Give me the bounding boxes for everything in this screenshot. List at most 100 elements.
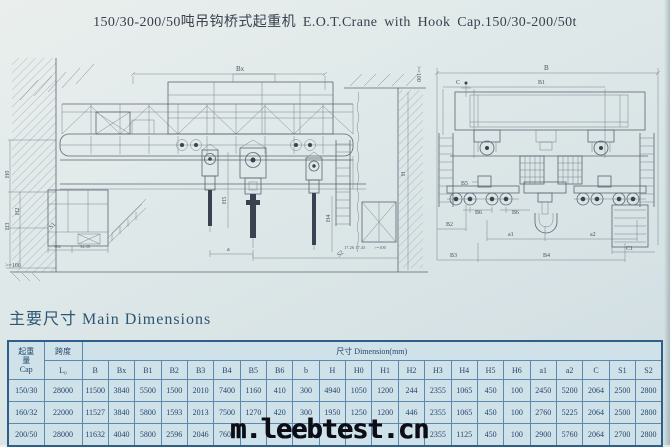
page-title: 150/30-200/50吨吊钩桥式起重机 E.O.T.Crane with H… [93, 15, 577, 30]
dim-c1: C1 [611, 244, 655, 254]
table-cell: 450 [476, 379, 505, 402]
dim-h5: H5 [222, 152, 229, 228]
table-cell: 7500 [213, 401, 241, 424]
dim-label-b: B [544, 64, 549, 72]
dim-label-b4: B4 [543, 253, 550, 259]
table-cell: 4040 [107, 423, 136, 447]
end-view: B C B1 [434, 64, 661, 262]
dim-label-b6-right: B6 [512, 210, 519, 216]
table-cell: 2760 [529, 401, 557, 424]
table-cell: 100 [503, 401, 531, 424]
table-cell: 2046 [186, 423, 215, 447]
dim-a: a [209, 247, 254, 257]
table-cell: 160/32 [7, 401, 45, 424]
col-header-b2: B2 [160, 360, 188, 380]
table-cell: 11527 [81, 401, 109, 424]
table-cell: 2355 [424, 423, 452, 447]
dim-label-gte100-top: >=100 [415, 66, 421, 82]
table-cell: 2700 [608, 423, 637, 447]
dim-label-b6-left: B6 [475, 210, 482, 216]
table-cell: 2596 [160, 423, 188, 447]
table-cell: 1065 [450, 379, 478, 402]
col-header-h5: H5 [476, 360, 505, 380]
dim-label-a2: a2 [590, 232, 596, 238]
travel-machinery [95, 111, 155, 135]
dim-label-b2: B2 [446, 222, 453, 228]
dim-b6: B6 B6 [463, 207, 530, 216]
center-hook-block [523, 181, 567, 234]
col-header-dimension: 尺寸 Dimension(mm) [81, 340, 663, 361]
col-header-b: b [292, 360, 320, 380]
table-cell: 1500 [160, 379, 188, 402]
elevation-view: Bx H5 a [5, 58, 428, 282]
col-header-a2: a2 [555, 360, 584, 380]
dim-label-1726: 17.26 17.45 [344, 245, 366, 250]
dim-label-b3: B3 [450, 253, 457, 259]
table-cell: 100 [503, 379, 531, 402]
dim-label-gte100-mid: >=100 [374, 245, 387, 250]
table-cell: 2900 [529, 423, 557, 447]
col-header-b1: B1 [134, 360, 162, 380]
section-heading: 主要尺寸 Main Dimensions [9, 311, 212, 328]
table-cell: 7400 [213, 379, 241, 402]
col-header-h: H [318, 360, 347, 380]
dim-label-b1: B1 [538, 80, 545, 86]
table-cell: 1593 [160, 401, 188, 424]
dim-label-a: a [227, 247, 230, 253]
dim-label-gte100-left: >=100 [5, 263, 21, 269]
dim-label-962: 962 [54, 244, 61, 249]
dim-b3-b4: B3 B4 [437, 243, 626, 262]
dim-label-c: C [456, 80, 460, 86]
dim-label-bx: Bx [236, 65, 245, 73]
table-cell: 2500 [608, 401, 637, 424]
technical-drawing: Bx H5 a [5, 58, 661, 282]
table-cell: 5800 [134, 401, 162, 424]
table-cell: 1200 [371, 379, 399, 402]
dim-label-b5: B5 [461, 181, 468, 187]
scan-edge-shade [664, 0, 670, 445]
table-cell: 5225 [555, 401, 584, 424]
col-header-span: 跨度 [43, 340, 83, 361]
cab-stairs [107, 198, 147, 245]
collector-pole [461, 81, 471, 97]
table-cell: 2450 [529, 379, 557, 402]
dim-b: B [434, 64, 661, 260]
dim-label-3438: 34.38 [80, 244, 91, 249]
side-ladder-left [438, 133, 454, 207]
left-wall-hatch [12, 58, 95, 272]
table-cell: 28000 [43, 379, 83, 402]
col-header-h1: H1 [371, 360, 399, 380]
col-header-c: C [582, 360, 610, 380]
table-cell: 11500 [81, 379, 109, 402]
table-cell: 2064 [582, 401, 610, 424]
col-header-b6: B6 [266, 360, 294, 380]
col-header-h0: H0 [345, 360, 373, 380]
table-cell: 22000 [43, 401, 83, 424]
col-header-h4: H4 [450, 360, 478, 380]
trolley-body [454, 91, 646, 131]
dim-c-b1: C B1 [442, 80, 606, 158]
table-cell: 1050 [345, 379, 373, 402]
table-cell: 2800 [635, 401, 663, 424]
dim-b2: B2 [437, 205, 467, 231]
dim-label-h5: H5 [222, 197, 228, 204]
col-header-h3: H3 [424, 360, 452, 380]
floor-line [10, 271, 428, 282]
end-ladder [335, 140, 351, 226]
break-line [356, 91, 360, 253]
dim-s2: S2 17.26 17.45 >=100 [252, 245, 399, 261]
dim-heights-left: H0 H2 H3 [5, 139, 56, 269]
dim-label-h2: H2 [15, 208, 21, 215]
table-cell: 5800 [134, 423, 162, 447]
table-cell: 2064 [582, 423, 610, 447]
frame-columns [519, 155, 583, 185]
trolley [167, 73, 334, 151]
dim-a1-a2: a1 a2 [486, 220, 638, 241]
table-cell: 5200 [555, 379, 584, 402]
dim-label-s2: S2 [336, 250, 345, 259]
right-wall-hatch: >=100 [344, 66, 426, 272]
